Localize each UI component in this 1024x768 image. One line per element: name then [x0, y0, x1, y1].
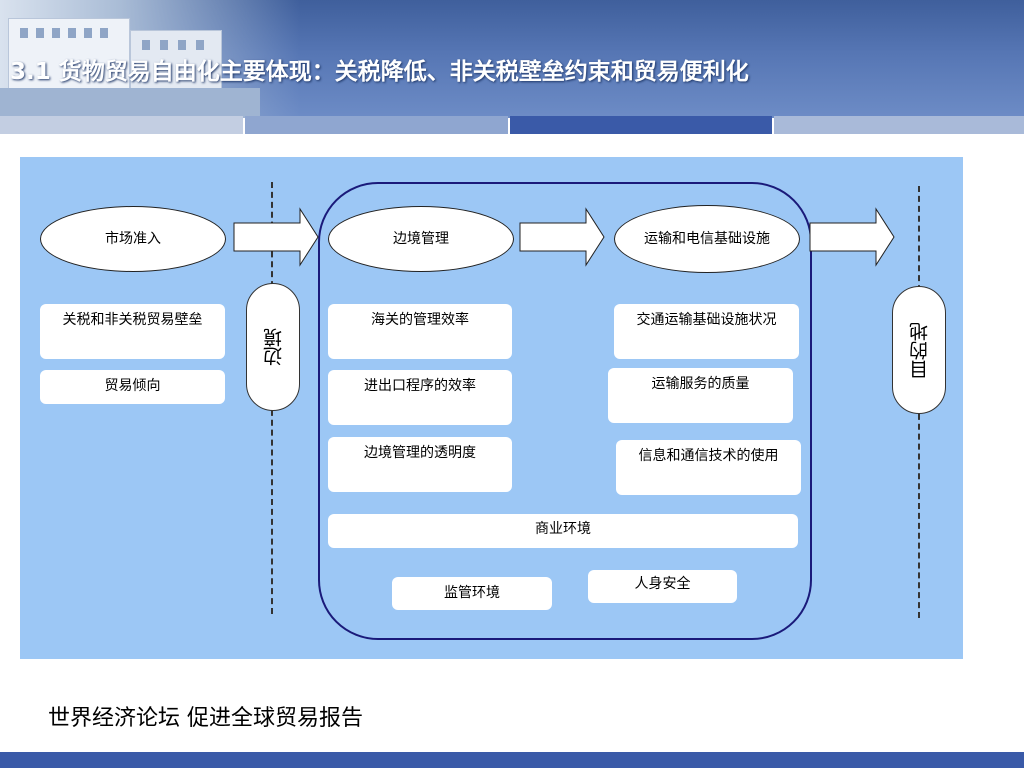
stage-border-administration: 边境管理: [328, 206, 514, 272]
header-color-bars: [0, 116, 1024, 134]
source-caption: 世界经济论坛 促进全球贸易报告: [48, 706, 363, 731]
building-image: [130, 30, 222, 90]
regulatory-environment: 监管环境: [392, 577, 552, 610]
transport-item: 交通运输基础设施状况: [614, 304, 799, 359]
personal-security: 人身安全: [588, 570, 737, 603]
window-shape: [68, 28, 76, 38]
window-shape: [36, 28, 44, 38]
bottom-bar: [0, 752, 1024, 768]
window-shape: [52, 28, 60, 38]
window-shape: [100, 28, 108, 38]
campus-photo: [0, 0, 300, 118]
arrow-right-icon: [809, 207, 895, 267]
transport-item: 信息和通信技术的使用: [616, 440, 801, 495]
slide-header: 3.1 货物贸易自由化主要体现：关税降低、非关税壁垒约束和贸易便利化: [0, 0, 1024, 118]
building-image: [0, 88, 260, 118]
slide-title: 3.1 货物贸易自由化主要体现：关税降低、非关税壁垒约束和贸易便利化: [10, 59, 749, 85]
window-shape: [142, 40, 150, 50]
window-shape: [160, 40, 168, 50]
destination-pill: 目的地: [892, 286, 946, 414]
window-shape: [84, 28, 92, 38]
window-shape: [178, 40, 186, 50]
stage-transport-telecom: 运输和电信基础设施: [614, 205, 800, 273]
market-access-item: 关税和非关税贸易壁垒: [40, 304, 225, 359]
window-shape: [20, 28, 28, 38]
stage-market-access: 市场准入: [40, 206, 226, 272]
arrow-right-icon: [233, 207, 319, 267]
border-pill: 边境: [246, 283, 300, 411]
border-management-frame: [318, 182, 812, 640]
border-admin-item: 边境管理的透明度: [328, 437, 512, 492]
business-environment: 商业环境: [328, 514, 798, 548]
border-admin-item: 进出口程序的效率: [328, 370, 512, 425]
arrow-right-icon: [519, 207, 605, 267]
window-shape: [196, 40, 204, 50]
market-access-item: 贸易倾向: [40, 370, 225, 404]
border-admin-item: 海关的管理效率: [328, 304, 512, 359]
transport-item: 运输服务的质量: [608, 368, 793, 423]
